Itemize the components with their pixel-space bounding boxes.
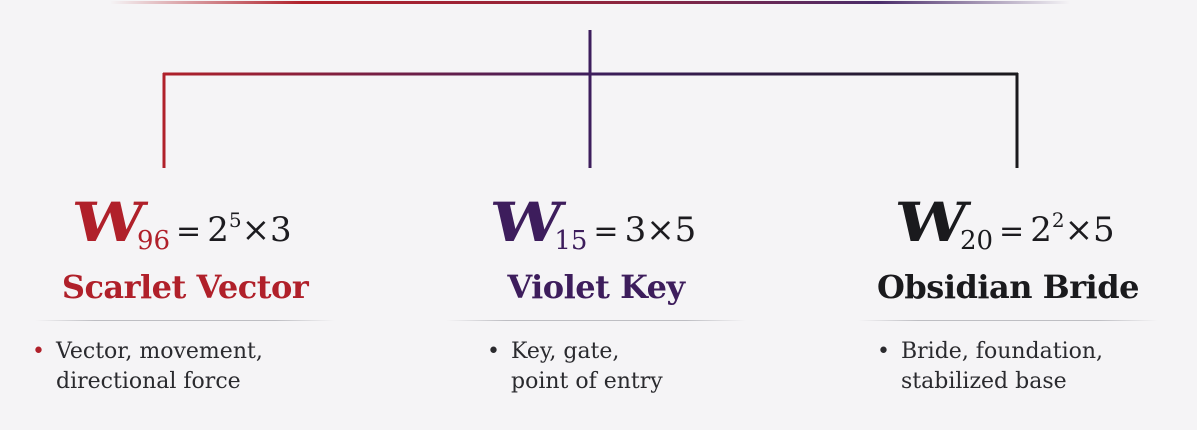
node-title: Violet Key — [507, 268, 685, 306]
description-line-2: stabilized base — [901, 369, 1067, 394]
node-scarlet-vector: W 96 = 2 5 ×3 Scarlet Vector • Vector, m… — [20, 190, 350, 397]
description: • Vector, movement, directional force — [20, 337, 350, 397]
description-line-2: directional force — [56, 369, 241, 394]
equals-sign: = — [999, 214, 1025, 249]
node-title: Scarlet Vector — [61, 268, 309, 306]
formula: W 20 = 2 2 ×5 — [843, 190, 1173, 256]
subscript: 20 — [959, 226, 994, 256]
factor-exponent: 2 — [1051, 208, 1065, 232]
equals-sign: = — [176, 214, 202, 249]
description: • Bride, foundation, stabilized base — [843, 337, 1173, 397]
w-glyph-icon: W — [68, 190, 143, 254]
divider — [35, 320, 335, 321]
factor-exponent: 5 — [228, 208, 242, 232]
description-line-2: point of entry — [511, 369, 663, 394]
description-line-1: Vector, movement, — [56, 339, 263, 364]
description: • Key, gate, point of entry — [431, 337, 761, 397]
node-obsidian-bride: W 20 = 2 2 ×5 Obsidian Bride • Bride, fo… — [843, 190, 1173, 397]
equals-sign: = — [593, 214, 619, 249]
subscript: 15 — [554, 226, 588, 256]
w-glyph-icon: W — [891, 190, 966, 254]
description-line-1: Bride, foundation, — [901, 339, 1104, 364]
top-accent-line — [110, 1, 1070, 4]
w-glyph-icon: W — [486, 190, 560, 254]
factor-rest: ×5 — [1064, 210, 1115, 250]
divider — [858, 320, 1158, 321]
description-line-1: Key, gate, — [511, 339, 620, 364]
formula: W 15 = 3×5 — [431, 190, 761, 256]
bullet-icon: • — [32, 339, 45, 364]
factor-rest: ×3 — [241, 210, 292, 250]
factor-base: 3×5 — [624, 210, 697, 250]
factor-base: 2 — [207, 210, 229, 250]
bullet-icon: • — [487, 339, 500, 364]
divider — [446, 320, 746, 321]
subscript: 96 — [136, 226, 171, 256]
bullet-icon: • — [877, 339, 890, 364]
node-violet-key: W 15 = 3×5 Violet Key • Key, gate, point… — [431, 190, 761, 397]
formula: W 96 = 2 5 ×3 — [20, 190, 350, 256]
factor-base: 2 — [1030, 210, 1052, 250]
node-title: Obsidian Bride — [877, 268, 1139, 306]
